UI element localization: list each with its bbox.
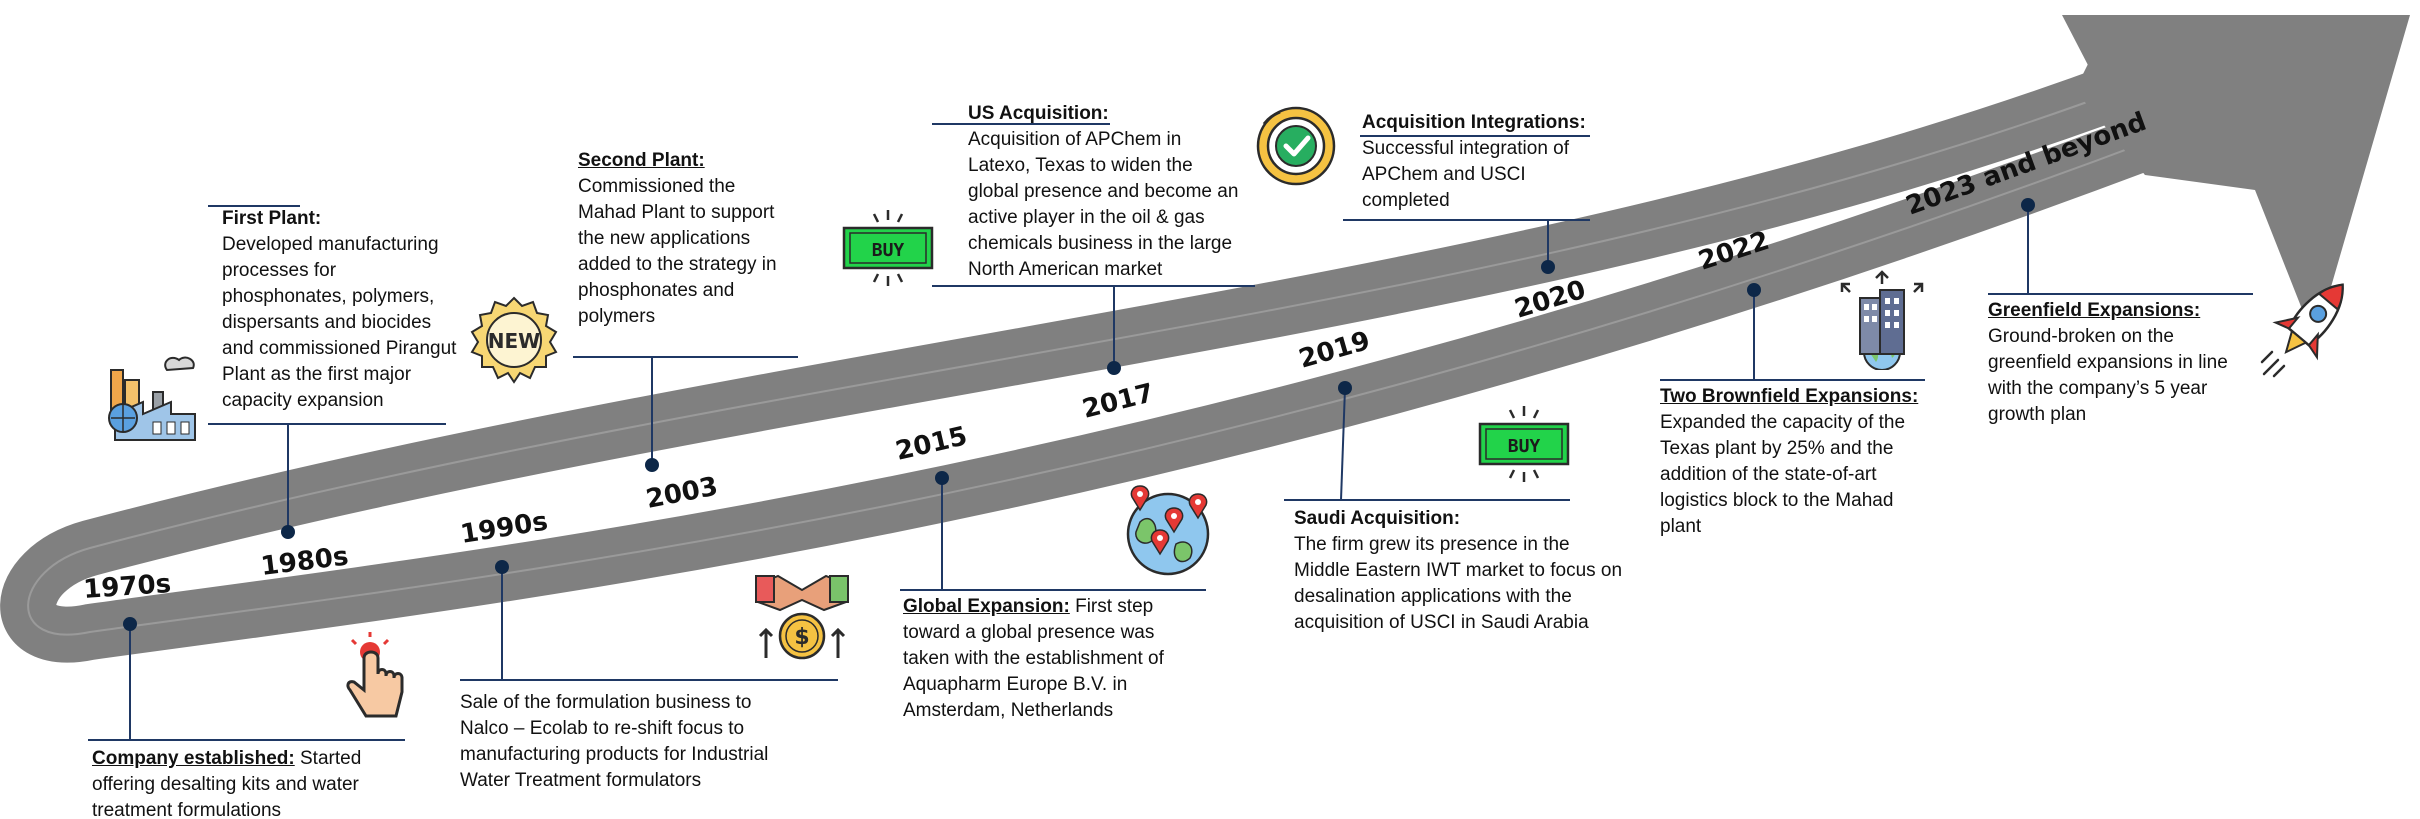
year-label-2003: 2003 <box>644 472 721 515</box>
event-text: First step toward a global presence was … <box>903 596 1164 721</box>
event-text: Developed manufacturing processes for ph… <box>222 234 457 411</box>
event-text: Sale of the formulation business to Nalc… <box>460 692 769 791</box>
road-arrow-body-fill <box>2075 60 2220 175</box>
buy-sign-icon: BUY <box>1478 406 1570 482</box>
event-2022: Two Brownfield Expansions: Expanded the … <box>1660 384 1920 540</box>
event-title: First Plant: <box>222 208 322 229</box>
event-1980s: First Plant: Developed manufacturing pro… <box>222 206 457 414</box>
dot-2003 <box>645 458 659 472</box>
year-label-2017: 2017 <box>1079 378 1156 425</box>
year-label-2015: 2015 <box>893 421 970 467</box>
event-2020: Acquisition Integrations: Successful int… <box>1362 110 1594 214</box>
event-title: Two Brownfield Expansions: <box>1660 386 1919 407</box>
dot-2023 <box>2021 198 2035 212</box>
event-2017: US Acquisition: Acquisition of APChem in… <box>968 101 1243 283</box>
dot-2017 <box>1107 361 1121 375</box>
event-text: Ground-broken on the greenfield expansio… <box>1988 326 2228 425</box>
buy-sign-icon: BUY <box>842 210 934 286</box>
event-2023: Greenfield Expansions: Ground-broken on … <box>1988 298 2243 428</box>
event-text: Expanded the capacity of the Texas plant… <box>1660 412 1906 537</box>
event-2019: Saudi Acquisition: The firm grew its pre… <box>1294 506 1624 636</box>
event-title: Second Plant: <box>578 150 705 171</box>
dot-2015 <box>935 471 949 485</box>
event-text: Started offering desalting kits and wate… <box>92 748 362 819</box>
dot-2022 <box>1747 283 1761 297</box>
event-2015: Global Expansion: First step toward a gl… <box>903 594 1203 724</box>
new-badge-icon: NEW <box>470 296 558 384</box>
buy-sign-text: BUY <box>1508 436 1541 457</box>
road-center-line <box>27 89 2166 636</box>
globe-pins-icon <box>1126 485 1210 576</box>
rocket-icon <box>2260 283 2344 378</box>
event-title: Global Expansion: <box>903 596 1070 617</box>
factory-icon <box>108 356 196 441</box>
hand-pointer-icon <box>346 632 404 718</box>
dot-1980s <box>281 525 295 539</box>
event-text: The firm grew its presence in the Middle… <box>1294 534 1623 633</box>
svg-text:$: $ <box>794 625 809 650</box>
event-2003: Second Plant: Commissioned the Mahad Pla… <box>578 148 793 330</box>
event-title: US Acquisition: <box>968 103 1109 124</box>
dot-1970s <box>123 617 137 631</box>
building-expansion-icon <box>1840 270 1924 370</box>
road-arrow-head <box>2062 15 2410 342</box>
connector-2019 <box>1340 387 1346 501</box>
event-title: Company established: <box>92 748 295 769</box>
event-title: Saudi Acquisition: <box>1294 508 1461 529</box>
event-text: Successful integration of APChem and USC… <box>1362 138 1570 211</box>
checkmark-badge-icon <box>1256 106 1336 186</box>
handshake-money-icon: $ <box>755 574 849 660</box>
event-title: Acquisition Integrations: <box>1362 112 1586 133</box>
new-badge-text: NEW <box>488 329 540 353</box>
event-text: Acquisition of APChem in Latexo, Texas t… <box>968 129 1239 280</box>
event-1970s: Company established: Started offering de… <box>92 746 412 819</box>
connectors <box>88 123 2253 741</box>
buy-sign-text: BUY <box>872 240 905 261</box>
dot-2020 <box>1541 260 1555 274</box>
year-dots <box>123 198 2035 631</box>
dot-1990s <box>495 560 509 574</box>
event-text: Commissioned the Mahad Plant to support … <box>578 176 777 327</box>
dot-2019 <box>1338 381 1352 395</box>
event-title: Greenfield Expansions: <box>1988 300 2201 321</box>
event-1990s: Sale of the formulation business to Nalc… <box>460 690 805 794</box>
year-label-1970s: 1970s <box>82 569 172 605</box>
